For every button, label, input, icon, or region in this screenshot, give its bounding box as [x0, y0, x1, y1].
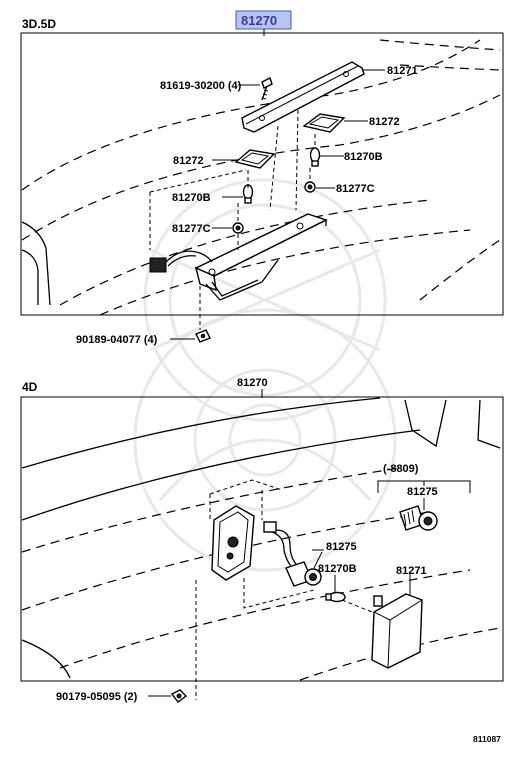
socket-81275-bracketed[interactable]	[399, 505, 438, 531]
top-body-outline	[21, 39, 501, 316]
mounting-bracket[interactable]	[194, 213, 328, 301]
callout-81272-left[interactable]: 81272	[173, 155, 204, 167]
lens-housing-81271[interactable]	[241, 61, 365, 133]
socket-81277C-right[interactable]	[304, 181, 316, 193]
callout-81619-30200[interactable]: 81619-30200 (4)	[160, 80, 242, 92]
top-leader-lines	[149, 109, 316, 330]
callout-81277C-left[interactable]: 81277C	[172, 223, 211, 235]
callout-81271-top[interactable]: 81271	[387, 65, 418, 77]
bottom-variant-label: 4D	[22, 380, 38, 394]
lens-81272-left[interactable]	[234, 149, 276, 169]
callout-81270B-left[interactable]: 81270B	[172, 192, 211, 204]
callout-81275-bracketed[interactable]: 81275	[407, 486, 438, 498]
wiring-harness	[149, 250, 213, 273]
callout-81277C-right[interactable]: 81277C	[336, 183, 375, 195]
lamp-lens-81271[interactable]	[371, 593, 423, 669]
bottom-assembly-label[interactable]: 81270	[237, 377, 268, 389]
callout-81275[interactable]: 81275	[326, 541, 357, 553]
callout-90179-05095[interactable]: 90179-05095 (2)	[56, 691, 138, 703]
bulb-81270B[interactable]	[325, 591, 346, 603]
socket-81275[interactable]	[263, 521, 322, 587]
bracket-note: (-8809)	[383, 463, 419, 475]
lens-81272-right[interactable]	[302, 113, 346, 133]
watermark-logo	[133, 178, 397, 572]
callout-81271-bottom[interactable]: 81271	[396, 565, 427, 577]
screw-81619[interactable]	[261, 77, 273, 101]
top-section-frame	[20, 32, 504, 316]
callout-81270B[interactable]: 81270B	[318, 563, 357, 575]
callout-81272-right[interactable]: 81272	[369, 116, 400, 128]
socket-81277C-left[interactable]	[232, 222, 244, 234]
top-assembly-label[interactable]: 81270	[241, 13, 277, 28]
nut-90189-04077[interactable]	[195, 329, 211, 343]
bulb-81270B-right[interactable]	[309, 147, 321, 167]
callout-81270B-right[interactable]: 81270B	[344, 151, 383, 163]
nut-90179-05095[interactable]	[170, 689, 188, 703]
top-variant-label: 3D.5D	[22, 17, 56, 31]
figure-code: 811087	[473, 734, 501, 744]
callout-90189-04077[interactable]: 90189-04077 (4)	[76, 334, 158, 346]
gasket-plate[interactable]	[211, 505, 255, 581]
bottom-leader-lines	[195, 479, 373, 700]
